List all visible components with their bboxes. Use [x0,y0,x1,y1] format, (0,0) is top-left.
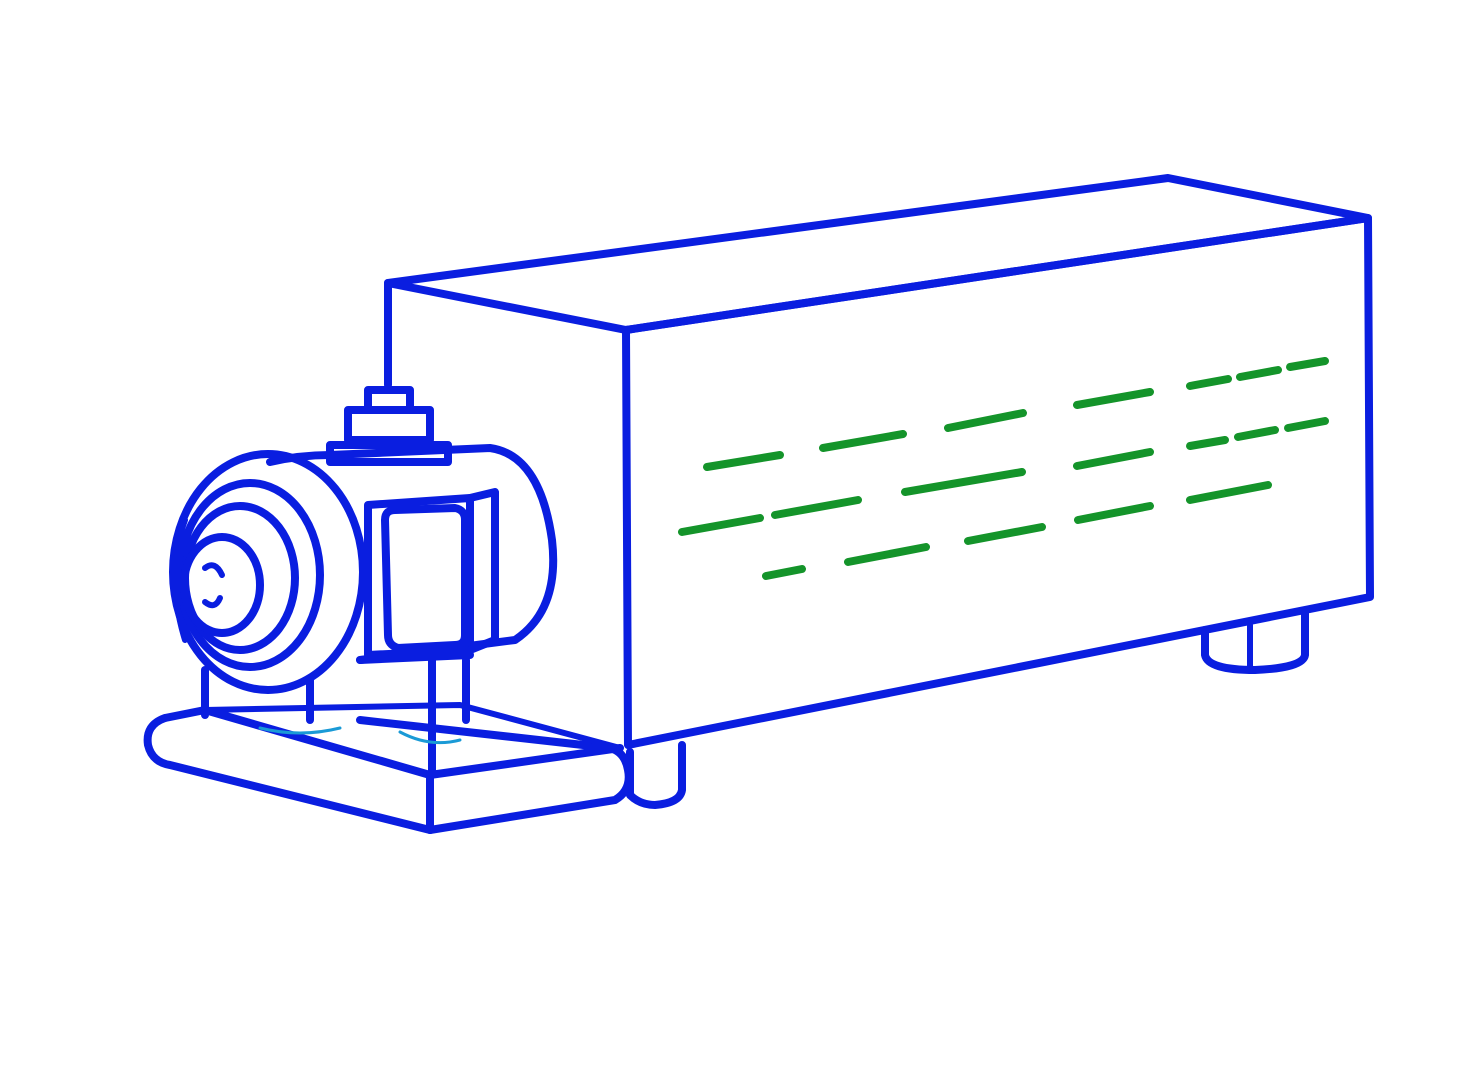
vent-slot [1074,502,1154,524]
vent-slots [678,357,1329,580]
motor-body-lower [356,651,474,664]
motor-pump-unit [169,386,558,694]
connector-top-nut [344,386,434,444]
vent-slot [844,543,930,566]
rectangular-housing [384,174,1374,749]
base-rail-front [143,714,633,834]
front-foot [626,741,686,809]
pump-shroud-left [172,517,188,643]
vent-slot [901,468,1026,496]
housing-feet [626,608,1309,809]
vent-slot [1073,388,1154,409]
pump-inlet-mark [202,562,225,609]
vent-slot [703,451,784,471]
housing-front-face [622,214,1374,749]
vent-slot [819,430,907,452]
vent-slot [1186,375,1232,390]
vent-slot [1234,426,1279,441]
vent-slot [1073,448,1154,470]
connector-collar [326,441,452,466]
vent-slot [964,523,1046,545]
base-rail-top [161,706,624,779]
motor-mount-right [428,656,470,779]
vent-slot [762,565,806,580]
vent-slot [1236,366,1282,381]
vent-slot [771,496,862,519]
pump-inlet [180,533,264,637]
vent-slot [1284,417,1329,432]
vent-slot [944,409,1027,432]
terminal-box-inner [381,504,469,652]
housing-top-face [384,174,1372,334]
rear-foot [1201,608,1309,674]
terminal-box-side [466,488,499,654]
vent-slot [1186,481,1272,504]
base-frame [143,656,633,834]
pump-front-ring-2 [176,479,324,671]
vent-slot [1286,357,1329,371]
base-plate-back [202,702,623,751]
vent-slot [678,514,764,536]
vent-slot [1186,436,1229,450]
mount-detail-light [258,726,462,745]
motor-body [266,444,558,664]
